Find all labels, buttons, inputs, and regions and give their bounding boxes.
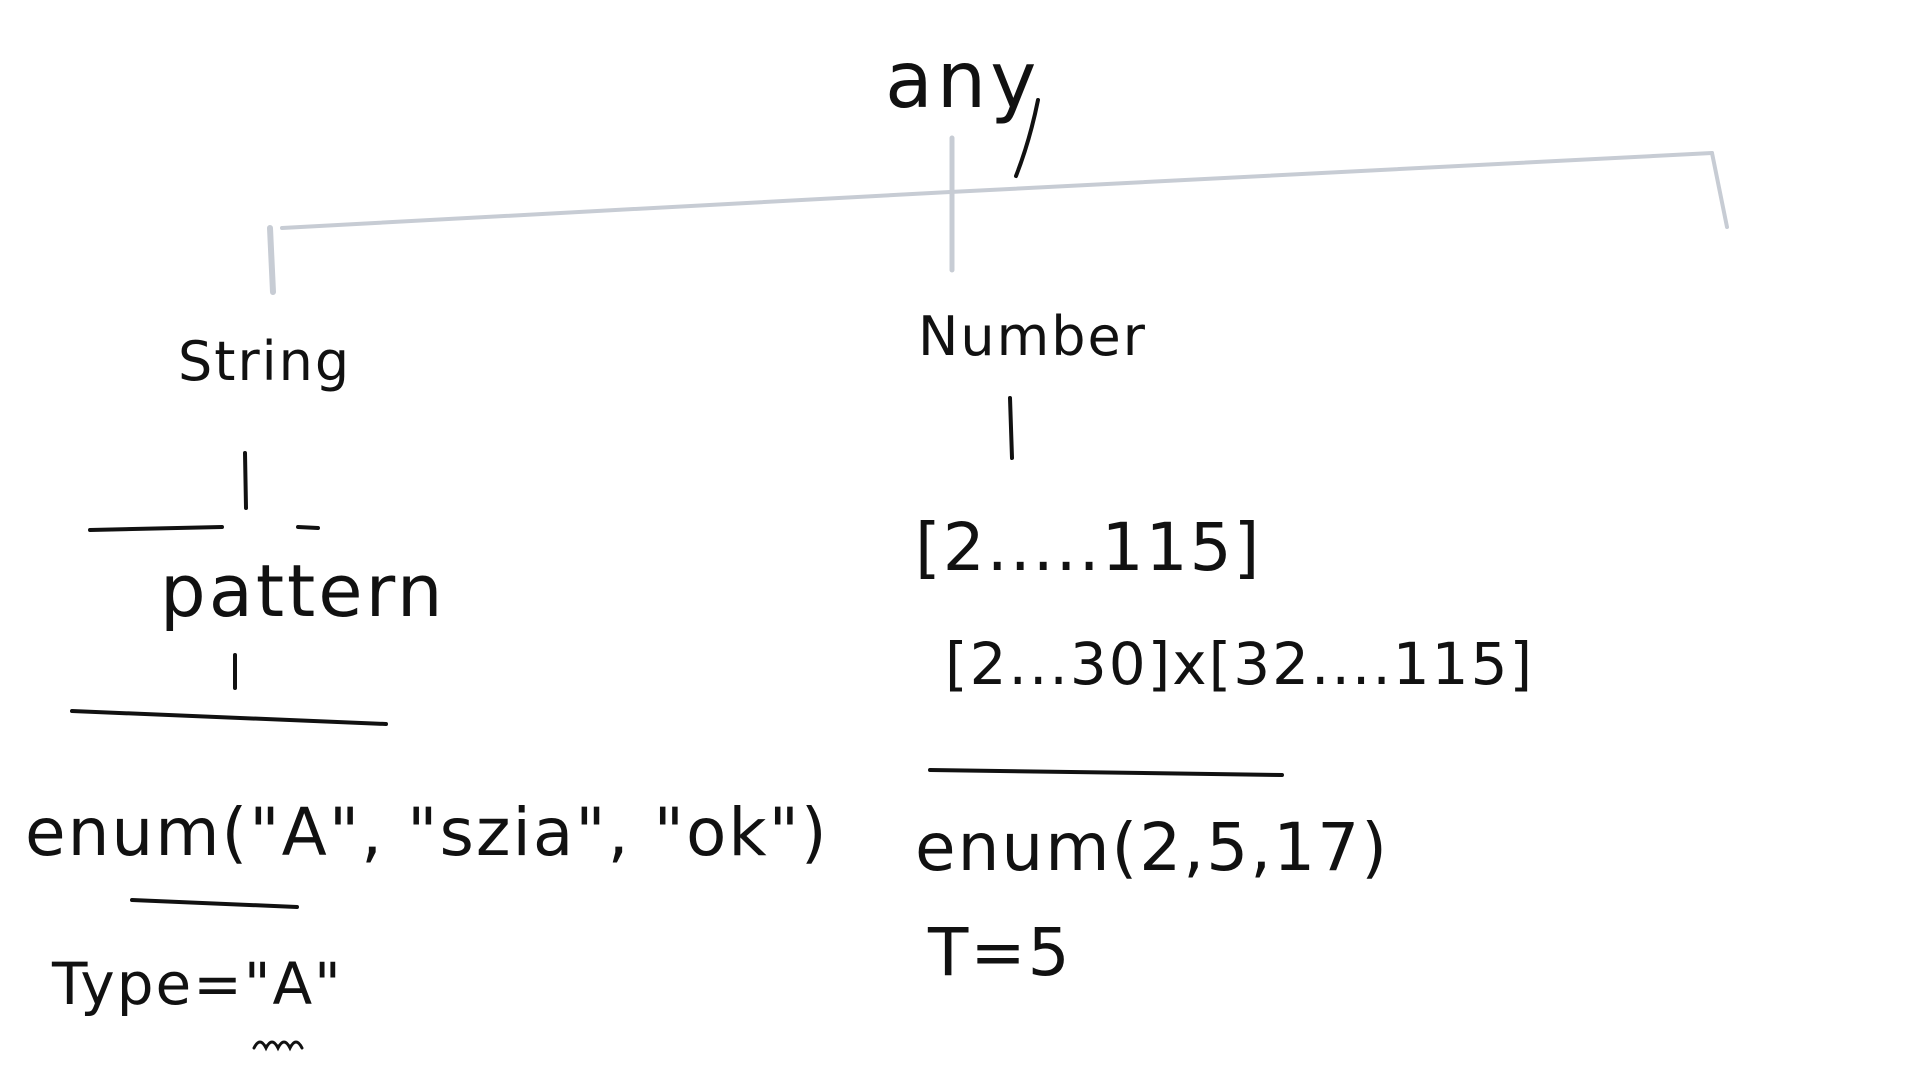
pattern-top-line-left — [88, 525, 224, 532]
tree-stem-right — [1710, 151, 1729, 229]
number-connector-stroke — [1008, 396, 1014, 460]
number-enum-label: enum(2,5,17) — [915, 809, 1389, 886]
number-range-label: [2.....115] — [915, 509, 1262, 586]
number-type-label: T=5 — [928, 914, 1072, 991]
tree-stem-string — [267, 225, 276, 295]
pattern-node-label: pattern — [160, 549, 446, 633]
string-enum-label: enum("A", "szia", "ok") — [25, 794, 829, 871]
enum-string-underline — [130, 898, 299, 909]
number-range-underline — [928, 768, 1284, 777]
string-type-label: Type="A" — [52, 950, 343, 1018]
tree-horizontal-bar-right — [948, 151, 1714, 194]
any-y-tail-stroke — [1014, 98, 1040, 178]
pattern-top-line-right — [296, 525, 320, 530]
pattern-bottom-line — [70, 709, 388, 726]
string-node-label: String — [178, 330, 352, 393]
tree-horizontal-bar-left — [280, 190, 952, 230]
type-string-squiggle — [252, 1040, 304, 1052]
number-range-product-label: [2...30]x[32....115] — [945, 630, 1535, 698]
root-node-label: any — [885, 36, 1041, 126]
number-node-label: Number — [918, 305, 1147, 368]
string-connector-stroke — [243, 451, 248, 510]
